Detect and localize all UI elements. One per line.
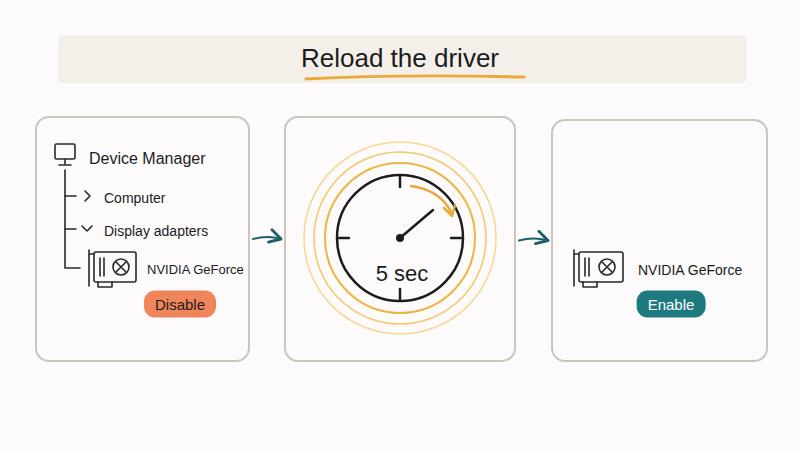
action-button: Disable [144, 291, 216, 318]
title: Reload the driver [301, 43, 499, 74]
flow-arrow [253, 237, 281, 239]
flow-arrow [519, 239, 548, 241]
step-panel: Device ManagerComputerDisplay adaptersNV… [35, 116, 250, 362]
item-label: Display adapters [104, 223, 208, 239]
chevron-down [82, 226, 92, 231]
chevron-right [85, 191, 90, 201]
timer-clock [304, 142, 496, 334]
item-label: NVIDIA GeForce [638, 262, 742, 278]
gpu-icon [574, 250, 623, 287]
gpu-icon [89, 250, 136, 287]
button-label: Disable [155, 296, 205, 313]
title-band [58, 35, 746, 83]
button-label: Enable [648, 296, 695, 313]
item-label: 5 sec [376, 261, 429, 286]
tree-line [65, 170, 80, 268]
step-panel: NVIDIA GeForceEnable [551, 119, 768, 362]
monitor-icon [55, 144, 75, 159]
item-label: Device Manager [89, 150, 206, 168]
title-underline [306, 76, 524, 79]
item-label: NVIDIA GeForce [147, 263, 244, 278]
item-label: Computer [104, 190, 165, 206]
action-button: Enable [637, 291, 706, 318]
step-panel: 5 sec [284, 116, 516, 362]
